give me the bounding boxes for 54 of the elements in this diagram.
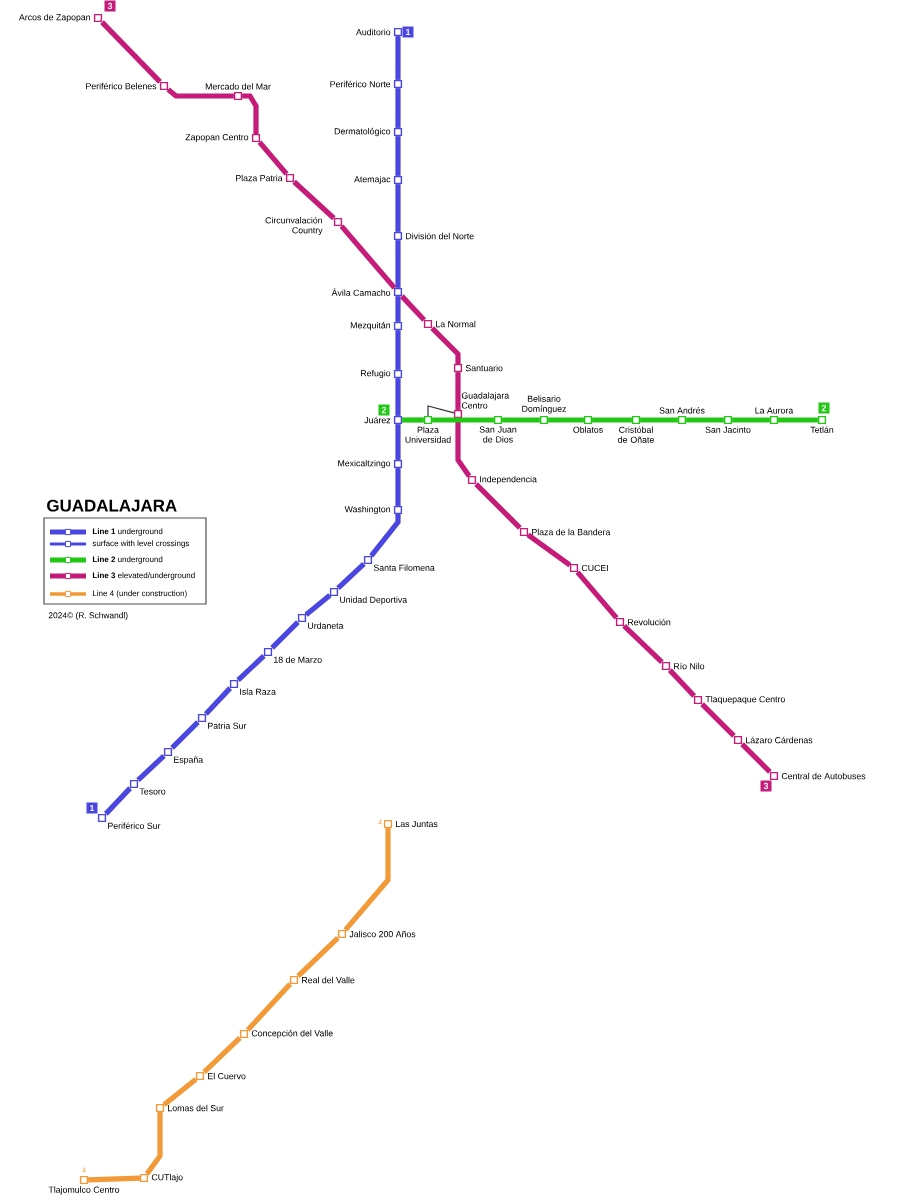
rail-line — [740, 742, 772, 774]
rail-line — [369, 514, 401, 558]
rail-line — [455, 418, 472, 478]
rail-line — [245, 982, 293, 1032]
rail-line — [170, 720, 200, 750]
rail-line — [622, 624, 664, 664]
map-title: GUADALAJARA — [47, 499, 177, 512]
rail-line — [395, 240, 401, 288]
rail-line — [548, 417, 584, 423]
rail-line — [455, 372, 461, 410]
rail-line — [667, 668, 697, 698]
rail-line — [686, 417, 724, 423]
rail-line — [474, 482, 522, 530]
rail-line — [592, 417, 632, 423]
rail-line — [136, 753, 166, 783]
rail-line — [88, 1175, 140, 1183]
rail-line — [395, 88, 401, 128]
rail-line — [257, 140, 289, 176]
rail-line — [162, 1077, 198, 1107]
rail-line — [103, 786, 133, 816]
rail-line — [395, 136, 401, 176]
rail-line — [296, 936, 340, 978]
rail-line — [432, 417, 494, 423]
rail-line — [242, 93, 259, 134]
rail-line — [339, 224, 397, 290]
rail-line — [343, 828, 391, 932]
rail-line — [526, 532, 572, 568]
rail-line — [292, 179, 336, 221]
rail-line — [336, 561, 366, 591]
rail-line — [304, 593, 332, 617]
rail-line — [236, 653, 266, 683]
rail-line — [395, 184, 401, 232]
rail-line — [640, 417, 678, 423]
rail-line — [427, 405, 455, 417]
rail-line — [778, 417, 818, 423]
rail-line — [575, 570, 619, 620]
rail-line — [402, 417, 424, 423]
rail-line — [100, 20, 162, 84]
rail-line — [270, 620, 300, 650]
rail-line — [502, 417, 540, 423]
rail-line — [395, 424, 401, 460]
rail-line — [395, 296, 401, 322]
rail-line — [395, 330, 401, 370]
rail-line — [166, 87, 234, 99]
rail-line — [395, 468, 401, 506]
rail-line — [700, 702, 736, 738]
rail-line — [430, 326, 461, 364]
rail-line — [203, 686, 233, 716]
rail-line — [395, 378, 401, 416]
rail-line — [395, 36, 401, 80]
rail-line — [144, 1112, 163, 1176]
rail-line — [399, 294, 427, 322]
rail-line — [732, 417, 770, 423]
rail-line — [202, 1036, 242, 1074]
